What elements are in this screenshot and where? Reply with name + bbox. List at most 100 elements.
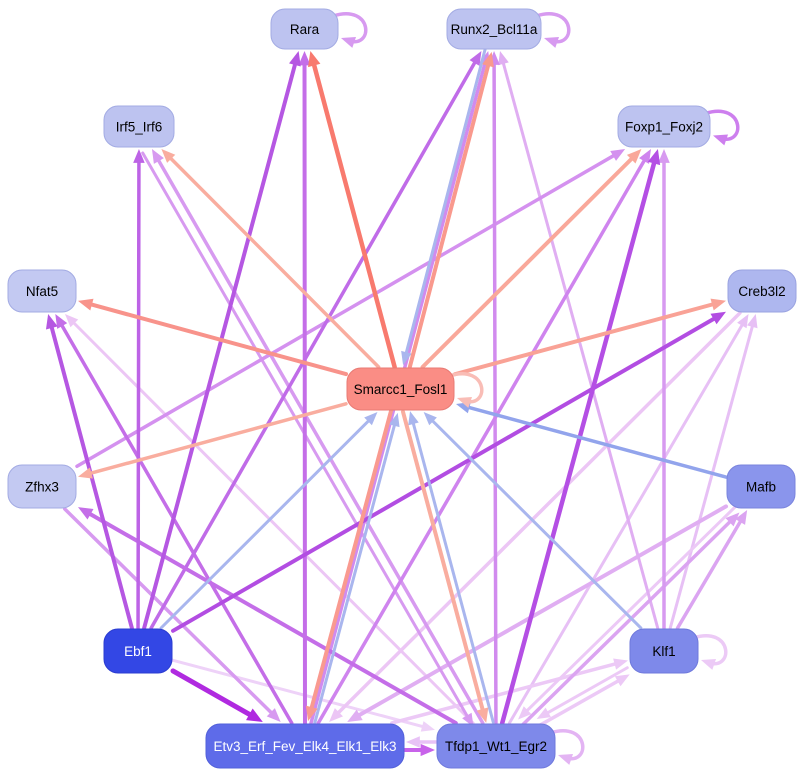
edge-Runx2_Bcl11a-to-Smarcc1_Fosl1 (404, 47, 487, 356)
edge-Klf1-to-Mafb-arrowhead (735, 510, 748, 525)
edge-Smarcc1_Fosl1-to-Foxp1_Foxj2-arrowhead (626, 149, 642, 164)
edge-Ebf1-to-Etv3_Erf_Fev_Elk4_Elk1_Elk3 (170, 668, 254, 718)
self-loop-Klf1-arrowhead (701, 658, 717, 670)
edge-Runx2_Bcl11a-to-Smarcc1_Fosl1-arrowhead (401, 350, 412, 366)
edge-Tfdp1_Wt1_Egr2-to-Smarcc1_Fosl1 (411, 420, 495, 724)
node-Tfdp1_Wt1_Egr2[interactable]: Tfdp1_Wt1_Egr2 (436, 723, 556, 769)
edge-Smarcc1_Fosl1-to-Nfat5 (87, 302, 348, 377)
node-shape-Zfhx3[interactable] (7, 464, 77, 509)
node-shape-Tfdp1_Wt1_Egr2[interactable] (436, 723, 556, 769)
edge-Ebf1-to-Irf5_Irf6 (136, 159, 141, 630)
edge-Smarcc1_Fosl1-to-Runx2_Bcl11a-arrowhead (482, 51, 494, 68)
self-loop-Runx2_Bcl11a-arrowhead (544, 36, 560, 48)
edge-Smarcc1_Fosl1-to-Rara (311, 61, 397, 370)
node-Zfhx3[interactable]: Zfhx3 (7, 464, 77, 509)
edge-Ebf1-to-Tfdp1_Wt1_Egr2-arrowhead (420, 721, 435, 732)
edge-Tfdp1_Wt1_Egr2-to-Runx2_Bcl11a (492, 61, 498, 725)
edge-Mafb-to-Smarcc1_Fosl1 (465, 405, 728, 479)
node-Klf1[interactable]: Klf1 (629, 628, 699, 674)
edge-Smarcc1_Fosl1-to-Creb3l2-arrowhead (710, 298, 726, 311)
edge-Tfdp1_Wt1_Egr2-to-Klf1-arrowhead (614, 674, 630, 687)
edge-Ebf1-to-Irf5_Irf6-arrowhead (133, 149, 145, 163)
node-shape-Etv3_Erf_Fev_Elk4_Elk1_Elk3[interactable] (205, 723, 405, 769)
edge-Tfdp1_Wt1_Egr2-to-Irf5_Irf6-arrowhead (151, 149, 164, 164)
node-Creb3l2[interactable]: Creb3l2 (727, 269, 797, 313)
edge-Klf1-to-Creb3l2 (668, 323, 755, 630)
edge-Ebf1-to-Nfat5-arrowhead (45, 314, 58, 330)
node-Irf5_Irf6[interactable]: Irf5_Irf6 (103, 105, 175, 148)
node-Nfat5[interactable]: Nfat5 (7, 269, 77, 313)
edge-Ebf1-to-Smarcc1_Fosl1 (159, 418, 371, 630)
edge-Ebf1-to-Runx2_Bcl11a-arrowhead (469, 51, 482, 66)
edge-Ebf1-to-Tfdp1_Wt1_Egr2 (171, 658, 426, 729)
self-loop-Klf1 (691, 634, 728, 666)
edge-Smarcc1_Fosl1-to-Etv3_Erf_Fev_Elk4_Elk1_Elk3 (309, 408, 394, 712)
edge-Tfdp1_Wt1_Egr2-to-Klf1 (536, 678, 622, 728)
node-shape-Ebf1[interactable] (103, 628, 173, 674)
edge-Mafb-to-Etv3_Erf_Fev_Elk4_Elk1_Elk3-arrowhead (347, 709, 363, 722)
self-loop-layer (331, 12, 740, 765)
edge-Etv3_Erf_Fev_Elk4_Elk1_Elk3-to-Foxp1_Foxj2 (316, 157, 647, 725)
edge-Tfdp1_Wt1_Egr2-to-Smarcc1_Fosl1-arrowhead (408, 411, 419, 426)
edge-Etv3_Erf_Fev_Elk4_Elk1_Elk3-to-Smarcc1_Fosl1-arrowhead (389, 412, 400, 428)
edge-Smarcc1_Fosl1-to-Irf5_Irf6-arrowhead (161, 149, 176, 163)
edge-Smarcc1_Fosl1-to-Etv3_Erf_Fev_Elk4_Elk1_Elk3-arrowhead (305, 705, 318, 722)
edge-Tfdp1_Wt1_Egr2-to-Irf5_Irf6 (156, 157, 485, 725)
edge-Ebf1-to-Creb3l2-arrowhead (710, 311, 726, 325)
edge-Smarcc1_Fosl1-to-Zfhx3 (87, 402, 348, 476)
edge-Ebf1-to-Runx2_Bcl11a (149, 59, 478, 630)
node-shape-Smarcc1_Fosl1[interactable] (346, 367, 455, 411)
node-shape-Runx2_Bcl11a[interactable] (446, 8, 542, 50)
edge-Smarcc1_Fosl1-to-Creb3l2 (453, 302, 717, 377)
node-shape-Rara[interactable] (270, 8, 339, 50)
node-shape-Creb3l2[interactable] (727, 269, 797, 313)
edge-Etv3_Erf_Fev_Elk4_Elk1_Elk3-to-Nfat5 (59, 322, 294, 725)
node-Etv3_Erf_Fev_Elk4_Elk1_Elk3[interactable]: Etv3_Erf_Fev_Elk4_Elk1_Elk3 (205, 723, 405, 769)
edge-Ebf1-to-Smarcc1_Fosl1-arrowhead (364, 412, 378, 426)
node-shape-Nfat5[interactable] (7, 269, 77, 313)
edge-Klf1-to-Foxp1_Foxj2-arrowhead (658, 149, 670, 163)
node-shape-Foxp1_Foxj2[interactable] (617, 105, 711, 148)
edge-Etv3_Erf_Fev_Elk4_Elk1_Elk3-to-Foxp1_Foxj2-arrowhead (639, 149, 651, 164)
edge-Smarcc1_Fosl1-to-Rara-arrowhead (308, 51, 321, 68)
edge-Klf1-to-Runx2_Bcl11a (501, 60, 660, 630)
node-shape-Klf1[interactable] (629, 628, 699, 674)
edge-Ebf1-to-Rara-arrowhead (289, 51, 301, 67)
edge-Ebf1-to-Rara (142, 60, 298, 630)
edge-Zfhx3-to-Foxp1_Foxj2-arrowhead (610, 149, 626, 161)
edge-Tfdp1_Wt1_Egr2-to-Foxp1_Foxj2 (499, 159, 657, 726)
node-Ebf1[interactable]: Ebf1 (103, 628, 173, 674)
node-Smarcc1_Fosl1[interactable]: Smarcc1_Fosl1 (346, 367, 455, 411)
edge-Creb3l2-to-Etv3_Erf_Fev_Elk4_Elk1_Elk3-arrowhead (329, 708, 343, 722)
edge-Ebf1-to-Etv3_Erf_Fev_Elk4_Elk1_Elk3-arrowhead (246, 708, 263, 722)
node-Rara[interactable]: Rara (270, 8, 339, 50)
self-loop-Foxp1_Foxj2-arrowhead (713, 134, 729, 146)
edge-Klf1-to-Tfdp1_Wt1_Egr2 (545, 666, 629, 715)
edge-Tfdp1_Wt1_Egr2-to-Creb3l2-arrowhead (737, 314, 749, 329)
edge-layer (45, 47, 758, 757)
node-Mafb[interactable]: Mafb (726, 464, 796, 509)
node-Foxp1_Foxj2[interactable]: Foxp1_Foxj2 (617, 105, 711, 148)
edge-Etv3_Erf_Fev_Elk4_Elk1_Elk3-to-Smarcc1_Fosl1 (313, 422, 397, 726)
edge-Etv3_Erf_Fev_Elk4_Elk1_Elk3-to-Rara-arrowhead (298, 51, 311, 66)
edge-Klf1-to-Smarcc1_Fosl1 (430, 418, 643, 630)
edge-Ebf1-to-Creb3l2 (171, 315, 718, 633)
edge-Smarcc1_Fosl1-to-Nfat5-arrowhead (78, 298, 94, 311)
self-loop-Tfdp1_Wt1_Egr2 (548, 729, 585, 761)
edge-Tfdp1_Wt1_Egr2-to-Nfat5-arrowhead (64, 314, 79, 328)
edge-Smarcc1_Fosl1-to-Foxp1_Foxj2 (420, 155, 635, 369)
node-shape-Irf5_Irf6[interactable] (103, 105, 175, 148)
edge-Klf1-to-Tfdp1_Wt1_Egr2-arrowhead (536, 707, 551, 719)
self-loop-Smarcc1_Fosl1-arrowhead (457, 396, 473, 408)
edge-Smarcc1_Fosl1-to-Tfdp1_Wt1_Egr2 (401, 409, 485, 713)
edge-Smarcc1_Fosl1-to-Zfhx3-arrowhead (78, 467, 93, 479)
edge-Tfdp1_Wt1_Egr2-to-Mafb (520, 519, 733, 728)
node-Runx2_Bcl11a[interactable]: Runx2_Bcl11a (446, 8, 542, 50)
self-loop-Smarcc1_Fosl1 (447, 372, 484, 404)
node-shape-Mafb[interactable] (726, 464, 796, 509)
self-loop-Rara (331, 12, 368, 44)
edge-Tfdp1_Wt1_Egr2-to-Etv3_Erf_Fev_Elk4_Elk1_Elk3-arrowhead (406, 736, 420, 748)
